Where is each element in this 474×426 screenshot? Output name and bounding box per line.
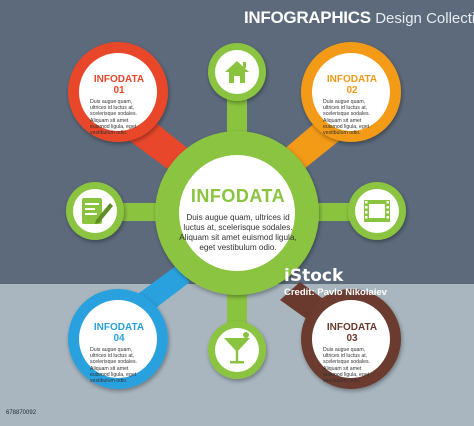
watermark-credit: Credit: Pavlo Nikolaiev <box>284 287 387 298</box>
card-title: INFODATA 02 <box>326 74 378 96</box>
center-ring-inner <box>179 155 295 271</box>
card-infodata-02: INFODATA 02 Duis augue quam, ultrices id… <box>323 74 381 136</box>
ring-03-inner <box>312 300 390 378</box>
card-infodata-04: INFODATA 04 Duis augue quam, ultrices id… <box>90 322 148 384</box>
stem-left <box>110 203 170 221</box>
image-id: 678870092 <box>6 410 37 416</box>
ring-04-inner <box>79 300 157 378</box>
card-title: INFODATA 03 <box>326 322 378 344</box>
card-body: Duis augue quam, ultrices id luctus at, … <box>90 347 138 385</box>
film-icon <box>348 182 406 240</box>
watermark: iStock Credit: Pavlo Nikolaiev <box>284 266 387 298</box>
center-card: INFODATA Duis augue quam, ultrices id lu… <box>176 186 300 253</box>
card-title: INFODATA 01 <box>93 74 145 96</box>
header-title: INFOGRAPHICS <box>244 8 371 27</box>
watermark-brand: iStock <box>284 266 344 286</box>
center-title: INFODATA <box>190 186 286 206</box>
ring-02-inner <box>312 53 390 131</box>
cocktail-icon <box>208 321 266 379</box>
card-body: Duis augue quam, ultrices id luctus at, … <box>90 99 138 137</box>
notepad-icon <box>66 182 124 240</box>
center-body: Duis augue quam, ultrices id luctus at, … <box>179 213 297 252</box>
card-infodata-03: INFODATA 03 Duis augue quam, ultrices id… <box>323 322 381 384</box>
home-icon <box>208 43 266 101</box>
card-body: Duis augue quam, ultrices id luctus at, … <box>323 347 371 385</box>
header: INFOGRAPHICS Design Collection <box>244 8 474 28</box>
ring-01-inner <box>79 53 157 131</box>
header-subtitle: Design Collection <box>375 10 474 27</box>
card-body: Duis augue quam, ultrices id luctus at, … <box>323 99 371 137</box>
card-title: INFODATA 04 <box>93 322 145 344</box>
card-infodata-01: INFODATA 01 Duis augue quam, ultrices id… <box>90 74 148 136</box>
